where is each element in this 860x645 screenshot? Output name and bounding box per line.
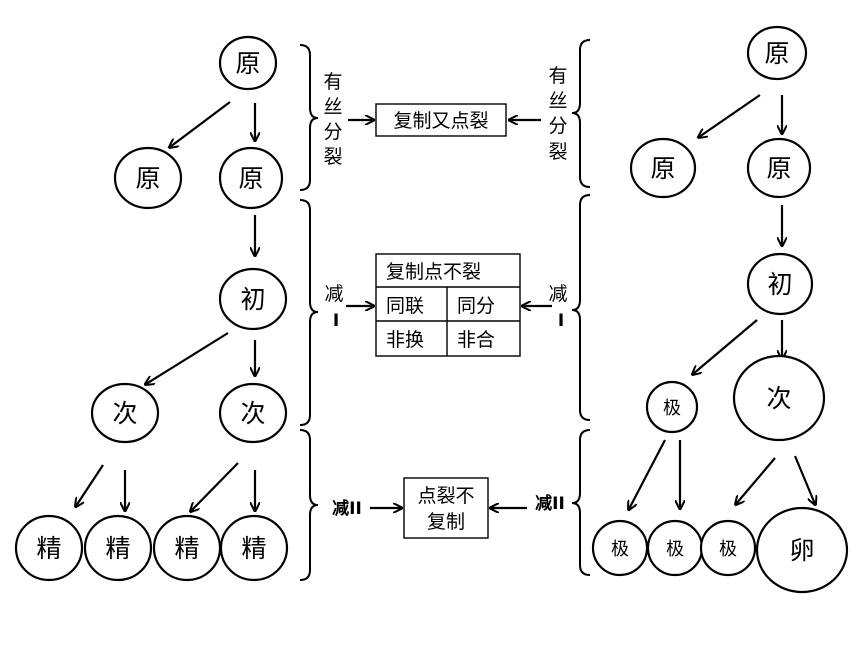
polar-body-label: 极 [719,539,737,560]
sperm-node [219,514,289,582]
left-spermatogonium-b-node [218,146,284,210]
left-spermatogonium-a-label: 原 [135,164,160,193]
left-meiosis2-bracket [299,429,319,581]
sperm-label: 精 [241,534,266,563]
sperm-node [14,514,84,582]
label-char: 丝 [323,96,342,118]
left-primary-node [218,267,288,331]
left-secondary-b-label: 次 [240,399,265,428]
arrow [76,464,104,506]
left-secondary-a-node [90,382,160,444]
label-char: 减 [548,283,567,305]
sperm-label: 精 [105,534,130,563]
right-oogonium-b-label: 原 [766,154,791,183]
left-mitosis-label: 有 丝 分 裂 [323,71,342,168]
meiosis1-table: 复制点不裂 同联 同分 非换 非合 [375,253,521,357]
right-root-node [746,25,808,81]
right-mitosis-label: 有 丝 分 裂 [548,65,567,163]
right-primary-label: 初 [767,270,792,299]
table-cell: 同分 [457,295,495,317]
first-polar-body-label: 极 [663,398,681,419]
right-oogonium-a-label: 原 [650,154,675,183]
table-header: 复制点不裂 [386,261,481,283]
mitosis-box: 复制又点裂 [375,103,507,137]
polar-body-label: 极 [611,539,629,560]
polar-body-label: 极 [666,539,684,560]
label-char: I [558,311,564,331]
table-cell: 非换 [386,329,424,351]
right-oogonium-b-node [746,137,812,199]
egg-label: 卵 [789,536,814,565]
sperm-node [83,514,153,582]
arrow [629,439,666,509]
sperm-label: 精 [36,534,61,563]
arrow [793,455,815,504]
label-char: 丝 [548,90,567,112]
label-char: 裂 [548,141,567,163]
left-mitosis-bracket [299,44,319,191]
right-meiosis1-bracket [571,194,591,421]
sperm-label: 精 [174,534,199,563]
label-char: 减 [324,283,343,305]
arrow [693,319,758,374]
left-meiosis1-label: 减 I [324,283,343,331]
egg-node [755,506,849,594]
left-meiosis2-label: 减II [332,498,362,519]
right-meiosis1-label: 减 I [548,283,567,331]
meiosis2-box-line: 复制 [427,511,465,533]
table-cell: 同联 [386,295,424,317]
mitosis-box-frame [375,103,507,137]
table-cell: 非合 [457,329,495,351]
label-char: 有 [323,71,342,93]
oogenesis-tree: 原 原 原 初 极 次 极 极 极 卵 [591,25,849,594]
arrow [170,101,231,147]
secondary-oocyte-label: 次 [766,384,791,413]
secondary-oocyte-node [732,354,826,442]
label-char: 有 [548,65,567,87]
right-meiosis2-bracket [571,429,591,576]
label-char: 裂 [323,146,342,168]
arrow [699,94,761,137]
left-meiosis1-bracket [299,199,319,426]
left-secondary-a-label: 次 [112,399,137,428]
meiosis2-box-frame [403,477,489,539]
arrow [736,457,776,504]
left-root-node [218,35,278,91]
arrow [191,462,239,511]
polar-body-node [699,519,757,577]
left-secondary-b-node [218,382,288,444]
arrow [146,332,229,384]
meiosis2-box: 点裂不 复制 [403,477,489,539]
mitosis-box-text: 复制又点裂 [393,110,488,132]
label-char: I [333,311,339,331]
right-root-label: 原 [764,39,789,68]
left-root-label: 原 [235,49,260,78]
label-char: 分 [548,115,567,137]
left-spermatogonium-a-node [113,146,183,210]
spermatogenesis-tree: 原 原 原 初 次 次 精 精 精 精 [14,35,289,582]
right-mitosis-bracket [571,39,591,188]
left-spermatogonium-b-label: 原 [238,164,263,193]
right-primary-node [746,252,814,316]
left-primary-label: 初 [240,285,265,314]
meiosis1-table-frame [375,253,521,357]
label-char: 分 [323,121,342,143]
meiosis2-box-line: 点裂不 [417,485,474,507]
right-oogonium-a-node [629,137,697,199]
first-polar-body-node [645,380,699,434]
right-meiosis2-label: 减II [535,493,565,514]
